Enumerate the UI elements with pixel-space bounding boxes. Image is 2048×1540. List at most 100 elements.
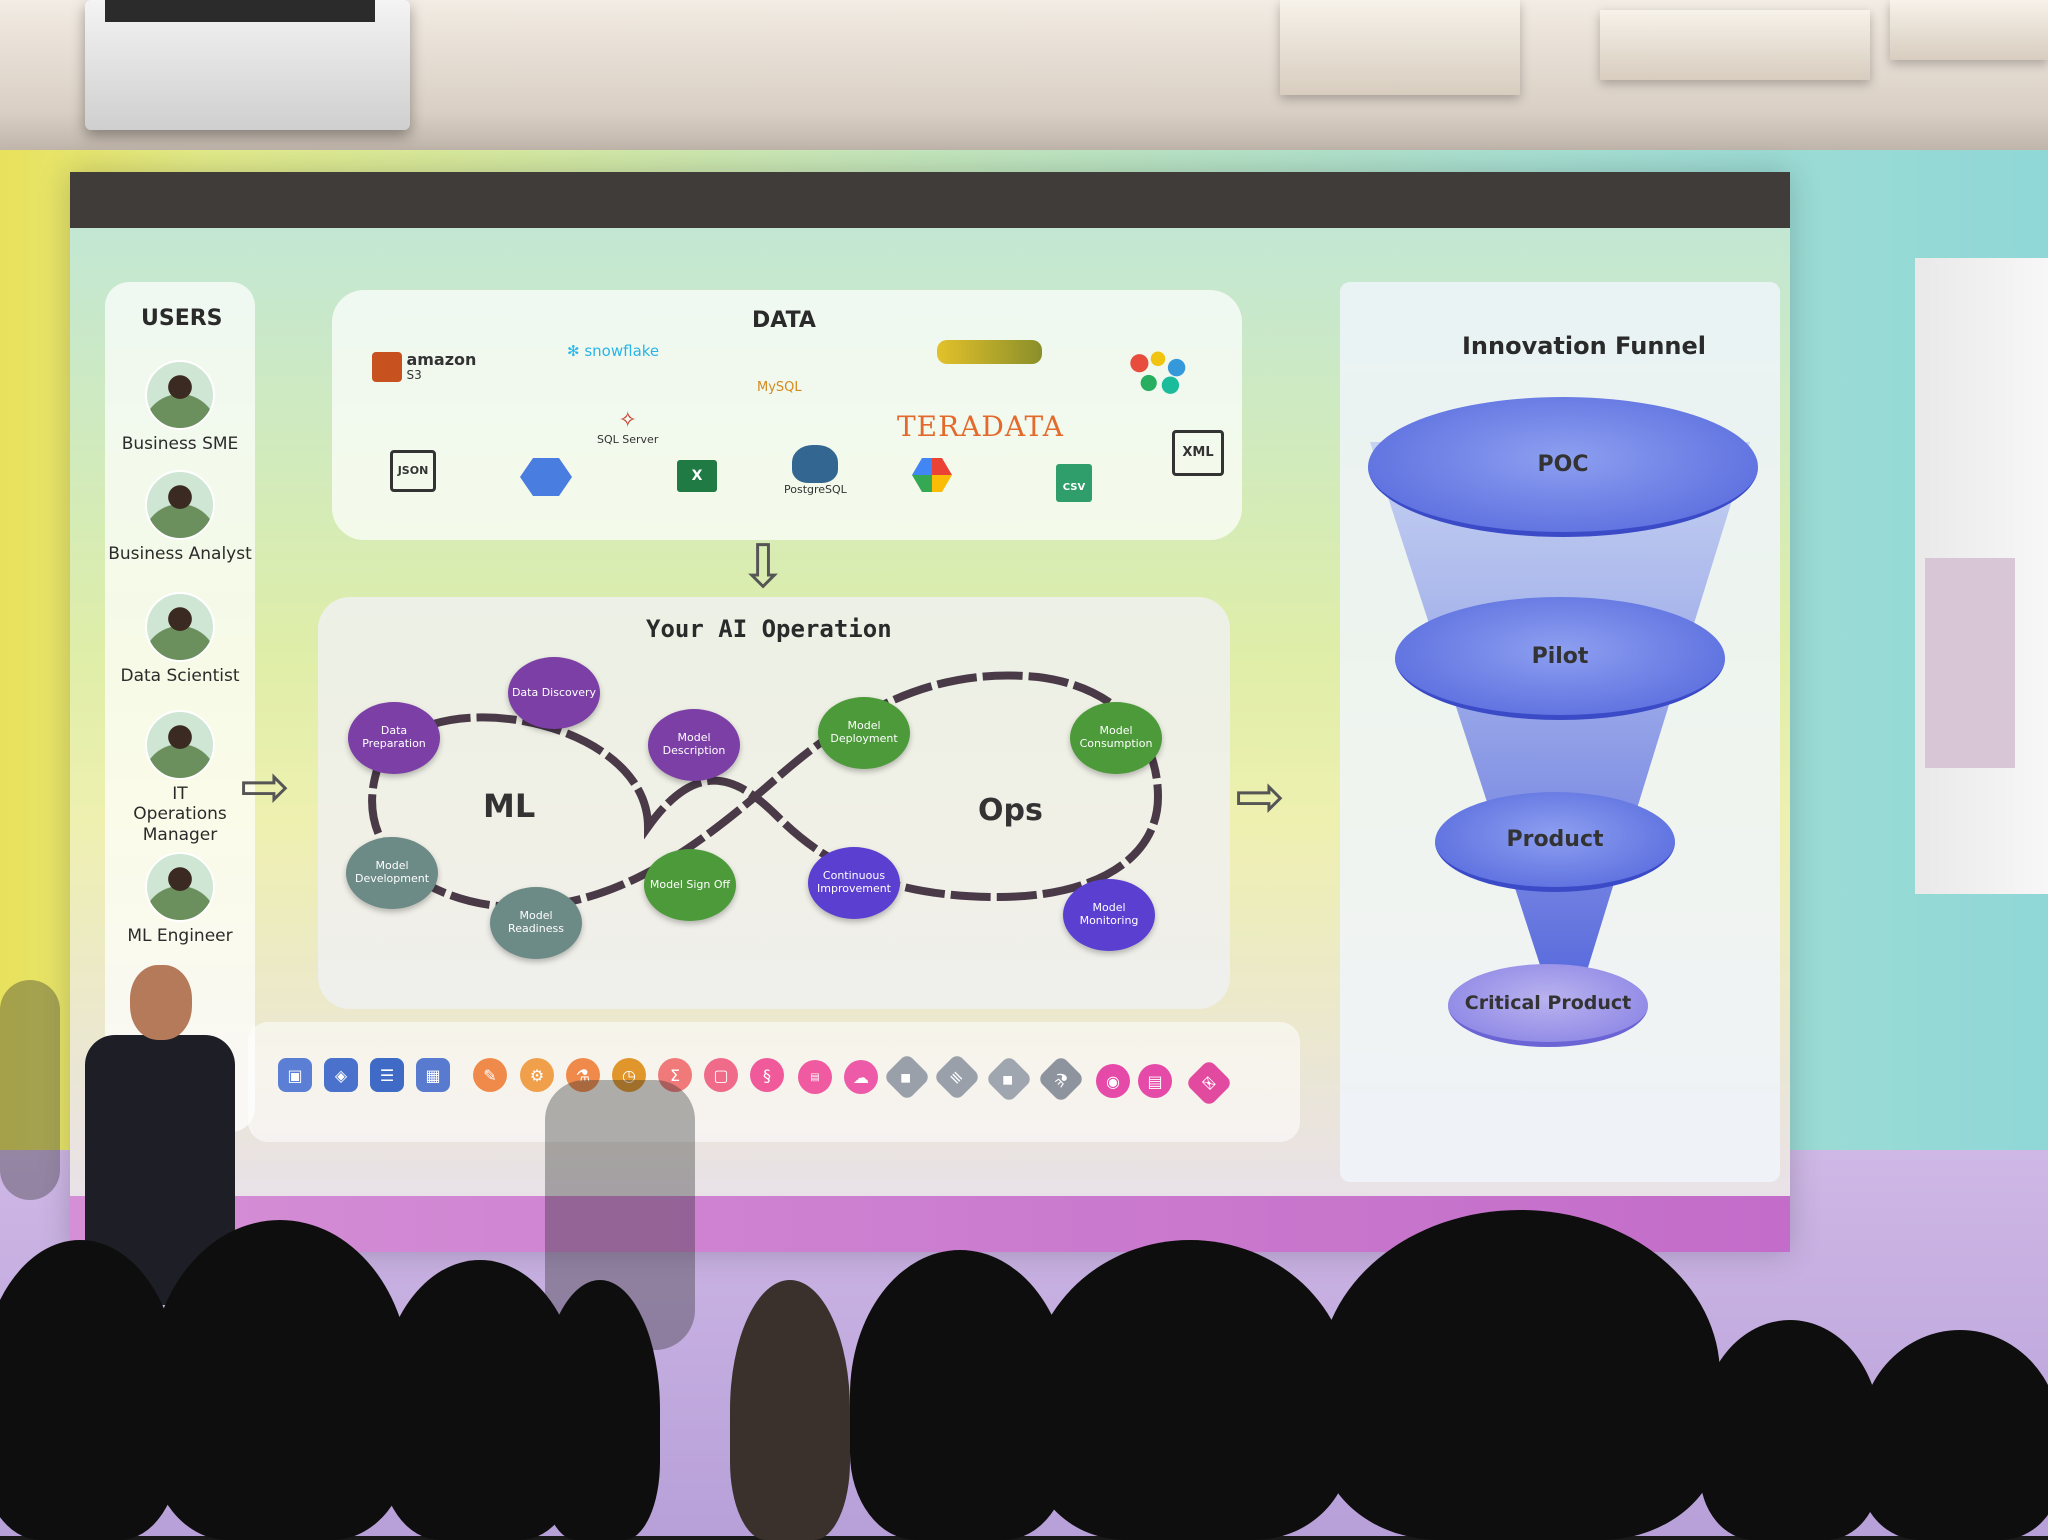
csv-text: CSV <box>1062 482 1086 493</box>
hadoop-logo <box>937 340 1042 364</box>
xml-logo: XML <box>1172 430 1224 476</box>
node-model-readiness[interactable]: Model Readiness <box>490 887 582 959</box>
ml-label: ML <box>483 787 536 825</box>
light-fixture <box>1600 10 1870 80</box>
down-arrow-icon: ⇩ <box>738 532 789 602</box>
stack-icon: ≡ <box>932 1052 982 1102</box>
cube-icon: ◈ <box>324 1058 358 1092</box>
postgresql-logo: PostgreSQL <box>784 445 847 496</box>
sql-server-text: SQL Server <box>597 433 659 446</box>
user-business-sme: Business SME <box>105 360 255 454</box>
amazon-s3-logo: amazon S3 <box>372 352 476 382</box>
audience-head <box>1700 1320 1880 1540</box>
mail-icon: ✉ <box>1184 1058 1234 1108</box>
funnel-cone <box>1370 442 1750 1042</box>
ops-label: Ops <box>978 793 1043 828</box>
json-logo: JSON <box>390 450 436 492</box>
node-data-discovery[interactable]: Data Discovery <box>508 657 600 729</box>
snowflake-icon: ✻ <box>567 342 580 360</box>
sql-server-logo: ✧ SQL Server <box>597 408 658 446</box>
light-fixture <box>1280 0 1520 95</box>
audience-head <box>540 1280 660 1540</box>
presentation-slide: USERS Business SME Business Analyst Data… <box>70 172 1790 1252</box>
user-label: Business Analyst <box>108 544 252 564</box>
node-continuous-improvement[interactable]: Continuous Improvement <box>808 847 900 919</box>
node-model-development[interactable]: Model Development <box>346 837 438 909</box>
audience-head <box>730 1280 850 1540</box>
user-label: ML Engineer <box>127 926 233 946</box>
funnel-stage-poc: POC <box>1368 397 1758 537</box>
node-data-preparation[interactable]: Data Preparation <box>348 702 440 774</box>
tools-panel: ▣ ◈ ☰ ▦ ✎ ⚙ ⚗ ◷ Σ ▢ § ▤ ☁ ◆ ≡ ◆ ⚗ ◉ ▤ ✉ <box>248 1022 1300 1142</box>
funnel-title: Innovation Funnel <box>1462 332 1707 360</box>
sigma-icon: Σ <box>658 1058 692 1092</box>
right-arrow-icon: ⇨ <box>240 752 291 822</box>
flask-icon: ⚗ <box>566 1058 600 1092</box>
flask-icon: ⚗ <box>1036 1054 1086 1104</box>
node-model-description[interactable]: Model Description <box>648 709 740 781</box>
presenter-head <box>130 965 192 1040</box>
funnel-stage-pilot: Pilot <box>1395 597 1725 720</box>
user-data-scientist: Data Scientist <box>105 592 255 686</box>
doc-icon: ▤ <box>1138 1064 1172 1098</box>
user-label: Business SME <box>121 434 239 454</box>
diamond-icon: ◆ <box>984 1054 1034 1104</box>
audience-head <box>150 1220 410 1540</box>
avatar <box>145 360 215 430</box>
cloud-icon: ☁ <box>844 1060 878 1094</box>
audience-head <box>1320 1210 1720 1540</box>
data-title: DATA <box>752 308 816 333</box>
audience <box>0 1200 2048 1540</box>
teradata-logo: TERADATA <box>897 410 1064 443</box>
audience-head <box>1860 1330 2048 1540</box>
chart-icon: ✎ <box>473 1058 507 1092</box>
funnel-stage-product: Product <box>1435 792 1675 892</box>
funnel-stage-critical-product: Critical Product <box>1448 964 1648 1047</box>
avatar <box>145 710 215 780</box>
node-model-consumption[interactable]: Model Consumption <box>1070 702 1162 774</box>
mysql-logo: MySQL <box>757 380 802 395</box>
csv-logo: CSV <box>1056 464 1092 502</box>
excel-logo: X <box>677 460 717 492</box>
shadow-figure <box>0 980 60 1200</box>
multicolor-logo <box>1127 350 1189 394</box>
ai-operation-title: Your AI Operation <box>646 615 892 643</box>
workflow-icon: ☰ <box>370 1058 404 1092</box>
xml-text: XML <box>1182 445 1214 460</box>
node-model-monitoring[interactable]: Model Monitoring <box>1063 879 1155 951</box>
gcp-logo <box>912 458 952 492</box>
python-icon: § <box>750 1058 784 1092</box>
sql-icon: ▤ <box>798 1060 832 1094</box>
image-icon: ▢ <box>704 1058 738 1092</box>
right-arrow-icon: ⇨ <box>1235 762 1286 832</box>
excel-text: X <box>691 468 703 484</box>
ai-operation-panel: Your AI Operation ML Ops Data Discovery … <box>318 597 1230 1009</box>
users-title: USERS <box>141 306 223 331</box>
table-icon: ▦ <box>416 1058 450 1092</box>
s3-text: S3 <box>406 368 422 382</box>
node-model-signoff[interactable]: Model Sign Off <box>644 849 736 921</box>
node-model-deployment[interactable]: Model Deployment <box>818 697 910 769</box>
innovation-funnel-panel: Innovation Funnel POC Pilot Product Crit… <box>1340 282 1780 1182</box>
gear-icon: ⚙ <box>520 1058 554 1092</box>
avatar <box>145 852 215 922</box>
user-label: Data Scientist <box>120 666 240 686</box>
database-icon: ▣ <box>278 1058 312 1092</box>
projector <box>85 0 410 130</box>
user-ml-engineer: ML Engineer <box>105 852 255 946</box>
user-business-analyst: Business Analyst <box>105 470 255 564</box>
avatar <box>145 592 215 662</box>
sql-server-icon: ✧ <box>618 408 637 433</box>
user-label: IT Operations Manager <box>133 784 227 845</box>
audience-head <box>1030 1240 1350 1540</box>
aws-icon <box>372 352 402 382</box>
json-text: JSON <box>397 464 429 477</box>
postgresql-icon <box>792 445 839 483</box>
snowflake-logo: ✻ snowflake <box>567 342 659 360</box>
avatar <box>145 470 215 540</box>
amazon-text: amazon <box>406 350 477 369</box>
slide-top-bar <box>70 172 1790 228</box>
user-it-operations-manager: IT Operations Manager <box>105 710 255 845</box>
clock-icon: ◷ <box>612 1058 646 1092</box>
side-screen <box>1915 258 2048 894</box>
